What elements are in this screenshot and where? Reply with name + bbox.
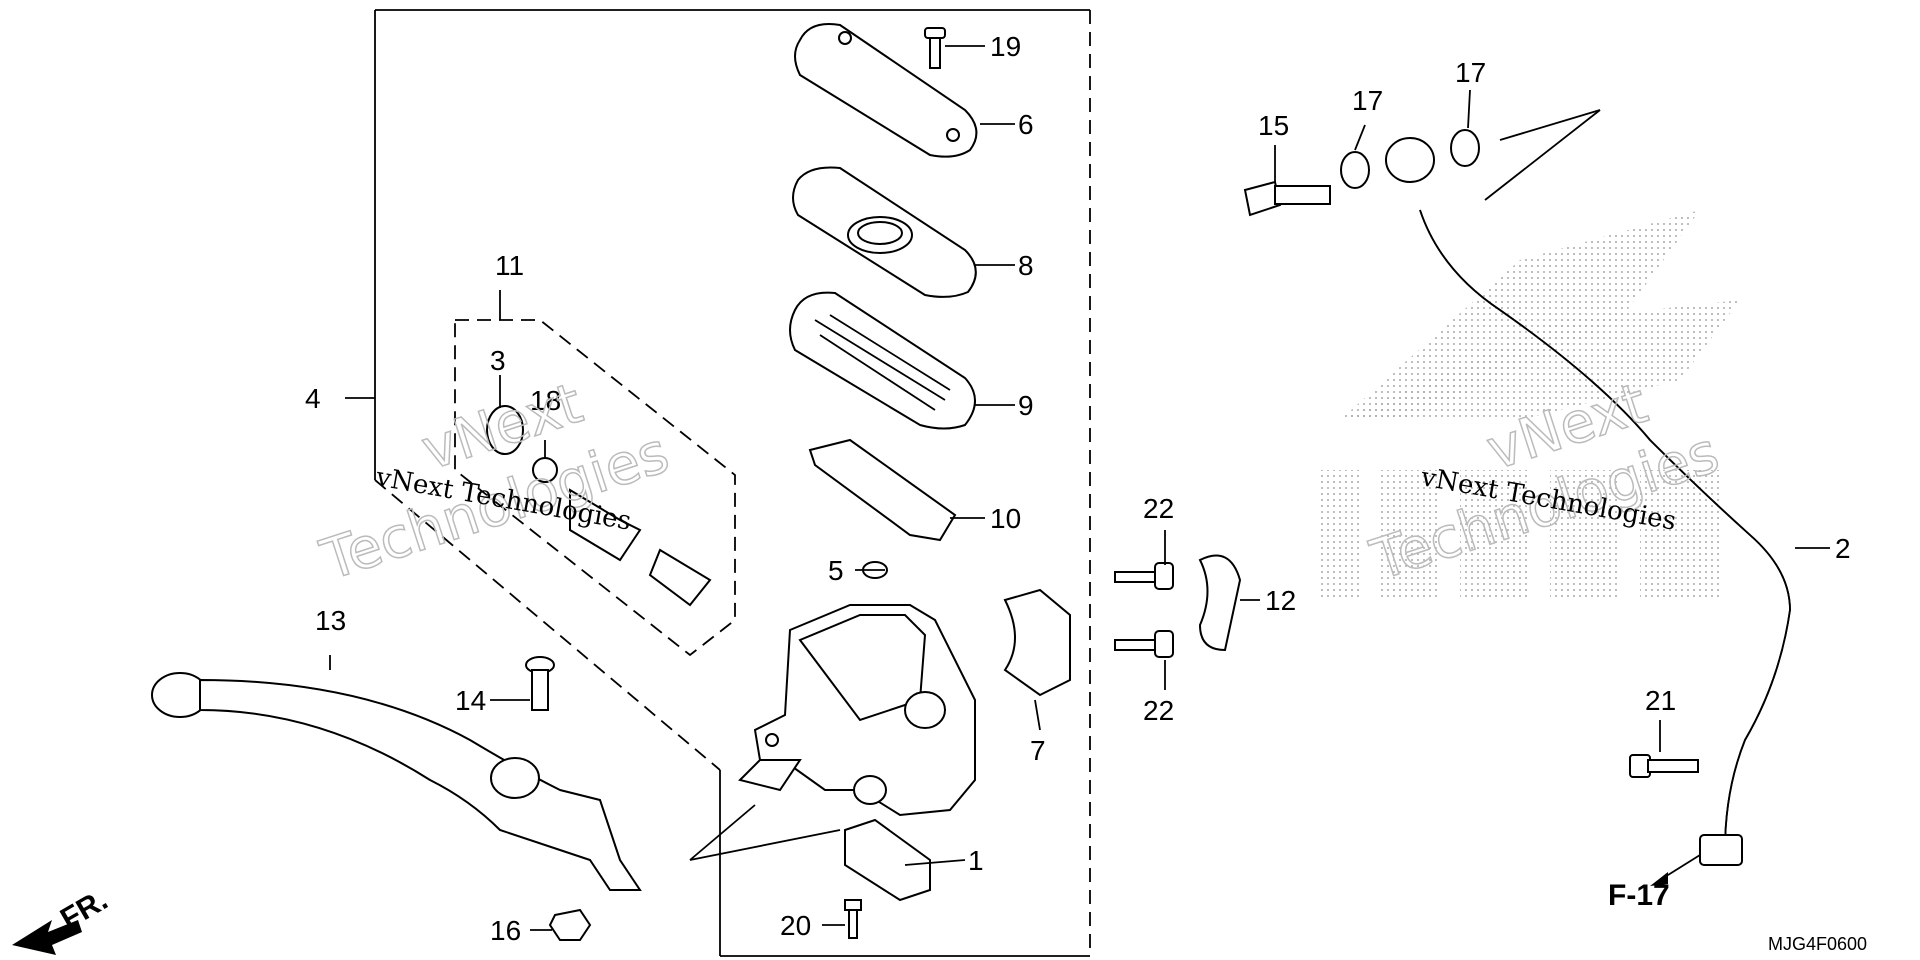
bolt-21	[1629, 754, 1699, 778]
ref-arrow	[1650, 854, 1701, 886]
callout-2: 2	[1835, 533, 1851, 564]
callout-4: 4	[305, 383, 321, 414]
piston-set	[486, 405, 712, 607]
callout-22b: 22	[1143, 695, 1174, 726]
pivot-bolt	[525, 656, 555, 711]
callout-13: 13	[315, 605, 346, 636]
callout-22a: 22	[1143, 493, 1174, 524]
bolt-22-upper	[1114, 562, 1174, 590]
sealing-washer-b	[1450, 129, 1480, 167]
hose-banjo-eye	[1385, 137, 1435, 183]
callout-12: 12	[1265, 585, 1296, 616]
pivot-nut	[548, 908, 592, 941]
callout-11: 11	[495, 250, 524, 281]
callout-16: 16	[490, 915, 521, 946]
callout-10: 10	[990, 503, 1021, 534]
callout-15: 15	[1258, 110, 1289, 141]
holder-12	[1198, 554, 1242, 652]
callout-5: 5	[828, 555, 844, 586]
brake-lever	[151, 672, 642, 891]
honda-logo-watermark	[1320, 210, 1740, 600]
brake-light-switch	[844, 818, 931, 902]
screw-19	[924, 27, 946, 69]
brake-hose	[1419, 209, 1791, 866]
callout-6: 6	[1018, 109, 1034, 140]
master-cylinder-body	[738, 604, 976, 817]
assembly-4-outline	[374, 9, 1091, 957]
master-cylinder-holder	[1003, 588, 1071, 697]
diaphragm	[789, 291, 976, 430]
screw-20	[844, 899, 862, 939]
callout-17b: 17	[1455, 57, 1486, 88]
diagram-code: MJG4F0600	[1768, 934, 1867, 954]
bolt-22-lower	[1114, 630, 1174, 658]
leader-lines	[329, 45, 1830, 931]
callout-7: 7	[1030, 735, 1046, 766]
callout-21: 21	[1645, 685, 1676, 716]
callout-18: 18	[530, 385, 561, 416]
callout-17a: 17	[1352, 85, 1383, 116]
callout-19: 19	[990, 31, 1021, 62]
diaphragm-plate	[792, 166, 977, 298]
callout-14: 14	[455, 685, 486, 716]
callout-8: 8	[1018, 250, 1034, 281]
float-plate	[808, 438, 957, 542]
callout-20: 20	[780, 910, 811, 941]
sealing-washer-a	[1340, 151, 1370, 189]
reservoir-cap	[794, 23, 978, 158]
callout-3: 3	[490, 345, 506, 376]
callout-9: 9	[1018, 390, 1034, 421]
ref-label-f17: F-17	[1608, 879, 1670, 912]
callout-1: 1	[968, 845, 984, 876]
banjo-bolt	[1243, 180, 1331, 217]
front-arrow	[12, 920, 82, 955]
